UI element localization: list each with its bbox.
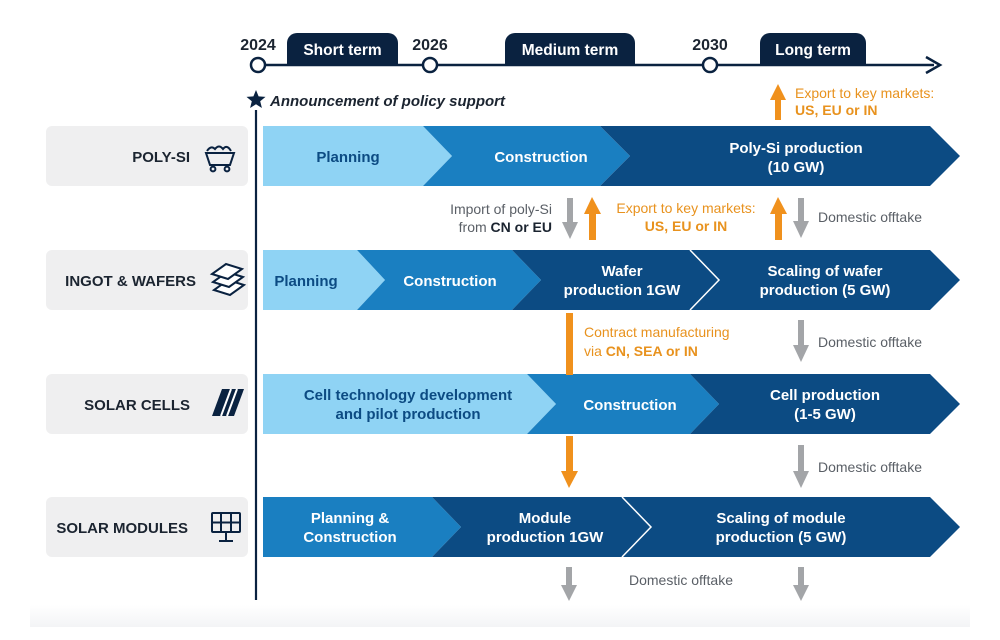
contract-manufacturing-arrow [561, 436, 578, 488]
timeline-arrowhead [925, 55, 943, 75]
stage-construction [357, 250, 541, 310]
stage-label: and pilot production [336, 406, 481, 423]
note-domestic-offtake-wafers: Domestic offtake [818, 334, 922, 350]
stage-label: production 1GW [564, 282, 681, 299]
solar-cell-icon [212, 388, 244, 417]
period-label: Medium term [522, 42, 618, 59]
row-label-text: POLY-SI [132, 149, 190, 166]
row-label-ingot-wafers: INGOT & WAFERS [46, 250, 248, 310]
period-label: Long term [775, 42, 851, 59]
stage-label: Planning & [311, 510, 390, 527]
star-icon [246, 90, 266, 108]
stage-label: (10 GW) [768, 159, 825, 176]
milestone-2024 [249, 56, 267, 74]
domestic-arrow-modules-right [793, 567, 809, 601]
contract-manufacturing-line [566, 313, 573, 375]
stage-planning [263, 250, 385, 310]
period-short-term: Short term [287, 33, 398, 65]
row-label-solar-cells: SOLAR CELLS [46, 374, 248, 434]
stage-construction [423, 126, 630, 186]
note-line: Export to key markets: [795, 85, 934, 101]
domestic-arrow-modules-left [561, 567, 577, 601]
stage-label: Construction [583, 397, 676, 414]
stage-row-solar-modules: Planning & Construction Module productio… [263, 496, 960, 558]
solar-panel-icon [211, 512, 241, 542]
stage-label: Module [519, 510, 572, 527]
stage-row-ingot-wafers: Planning Construction Wafer production 1… [263, 249, 960, 311]
stage-planning [263, 126, 452, 186]
note-export-mid: Export to key markets: US, EU or IN [616, 200, 755, 234]
import-arrow [562, 198, 578, 239]
announcement-text: Announcement of policy support [269, 93, 506, 110]
mine-cart-icon [204, 145, 236, 173]
row-label-text: INGOT & WAFERS [65, 273, 196, 290]
stage-label: Wafer [601, 263, 642, 280]
stage-label: production 1GW [487, 529, 604, 546]
export-arrow-right [770, 197, 787, 240]
stage-label: Construction [303, 529, 396, 546]
milestone-2026 [421, 56, 439, 74]
year-label-2024: 2024 [240, 37, 276, 54]
domestic-arrow-polysi [793, 198, 809, 238]
milestone-2030 [701, 56, 719, 74]
note-line: Export to key markets: [616, 200, 755, 216]
period-long-term: Long term [760, 33, 866, 65]
note-line: Import of poly-Si [450, 201, 552, 217]
stage-construction [527, 374, 719, 434]
stage-row-solar-cells: Cell technology development and pilot pr… [263, 374, 960, 434]
stage-label: Poly-Si production [729, 140, 862, 157]
note-line: US, EU or IN [645, 218, 727, 234]
export-arrow-left [584, 197, 601, 240]
note-line: US, EU or IN [795, 102, 877, 118]
domestic-arrow-wafers [793, 320, 809, 362]
stage-label: production (5 GW) [760, 282, 891, 299]
stage-label: Scaling of module [716, 510, 845, 527]
stage-module-production [432, 497, 651, 557]
note-line: Contract manufacturing [584, 324, 730, 340]
row-label-text: SOLAR CELLS [84, 397, 190, 414]
stage-cell-tech-development [263, 374, 556, 434]
stage-scaling-wafer [690, 250, 960, 310]
period-medium-term: Medium term [505, 33, 635, 65]
year-label-2026: 2026 [412, 37, 448, 54]
stage-label: Scaling of wafer [767, 263, 882, 280]
note-domestic-offtake-cells: Domestic offtake [818, 459, 922, 475]
stage-row-poly-si: Planning Construction Poly-Si production… [263, 126, 960, 186]
stage-cell-production [690, 374, 960, 434]
announcement: Announcement of policy support [246, 90, 506, 600]
note-domestic-offtake-polysi: Domestic offtake [818, 209, 922, 225]
stage-label: (1-5 GW) [794, 406, 856, 423]
note-export-top: Export to key markets: US, EU or IN [795, 85, 934, 118]
stage-label: Construction [403, 273, 496, 290]
row-label-poly-si: POLY-SI [46, 126, 248, 186]
note-import-polysi: Import of poly-Si from CN or EU [450, 201, 552, 235]
domestic-arrow-cells [793, 445, 809, 488]
stage-separator [689, 249, 721, 311]
stage-label: Cell technology development [304, 387, 512, 404]
stage-separator [621, 496, 653, 558]
stage-label: Cell production [770, 387, 880, 404]
stage-label: Planning [316, 149, 379, 166]
stage-label: Planning [274, 273, 337, 290]
stage-label: Construction [494, 149, 587, 166]
timeline: 2024 2026 2030 Short term Medium term Lo… [240, 33, 943, 75]
stage-planning-construction [263, 497, 461, 557]
row-label-text: SOLAR MODULES [56, 520, 188, 537]
period-label: Short term [303, 42, 381, 59]
stage-scaling-module [622, 497, 960, 557]
stage-poly-si-production [600, 126, 960, 186]
wafer-stack-icon [209, 262, 247, 297]
stage-wafer-production [512, 250, 719, 310]
bottom-fade [30, 605, 970, 627]
row-label-solar-modules: SOLAR MODULES [46, 497, 248, 557]
note-domestic-offtake-modules: Domestic offtake [629, 572, 733, 588]
year-label-2030: 2030 [692, 37, 728, 54]
note-contract-manufacturing: Contract manufacturing via CN, SEA or IN [584, 324, 730, 359]
note-line: from CN or EU [459, 219, 552, 235]
export-arrow-top [770, 84, 786, 120]
stage-label: production (5 GW) [716, 529, 847, 546]
note-line: via CN, SEA or IN [584, 343, 698, 359]
